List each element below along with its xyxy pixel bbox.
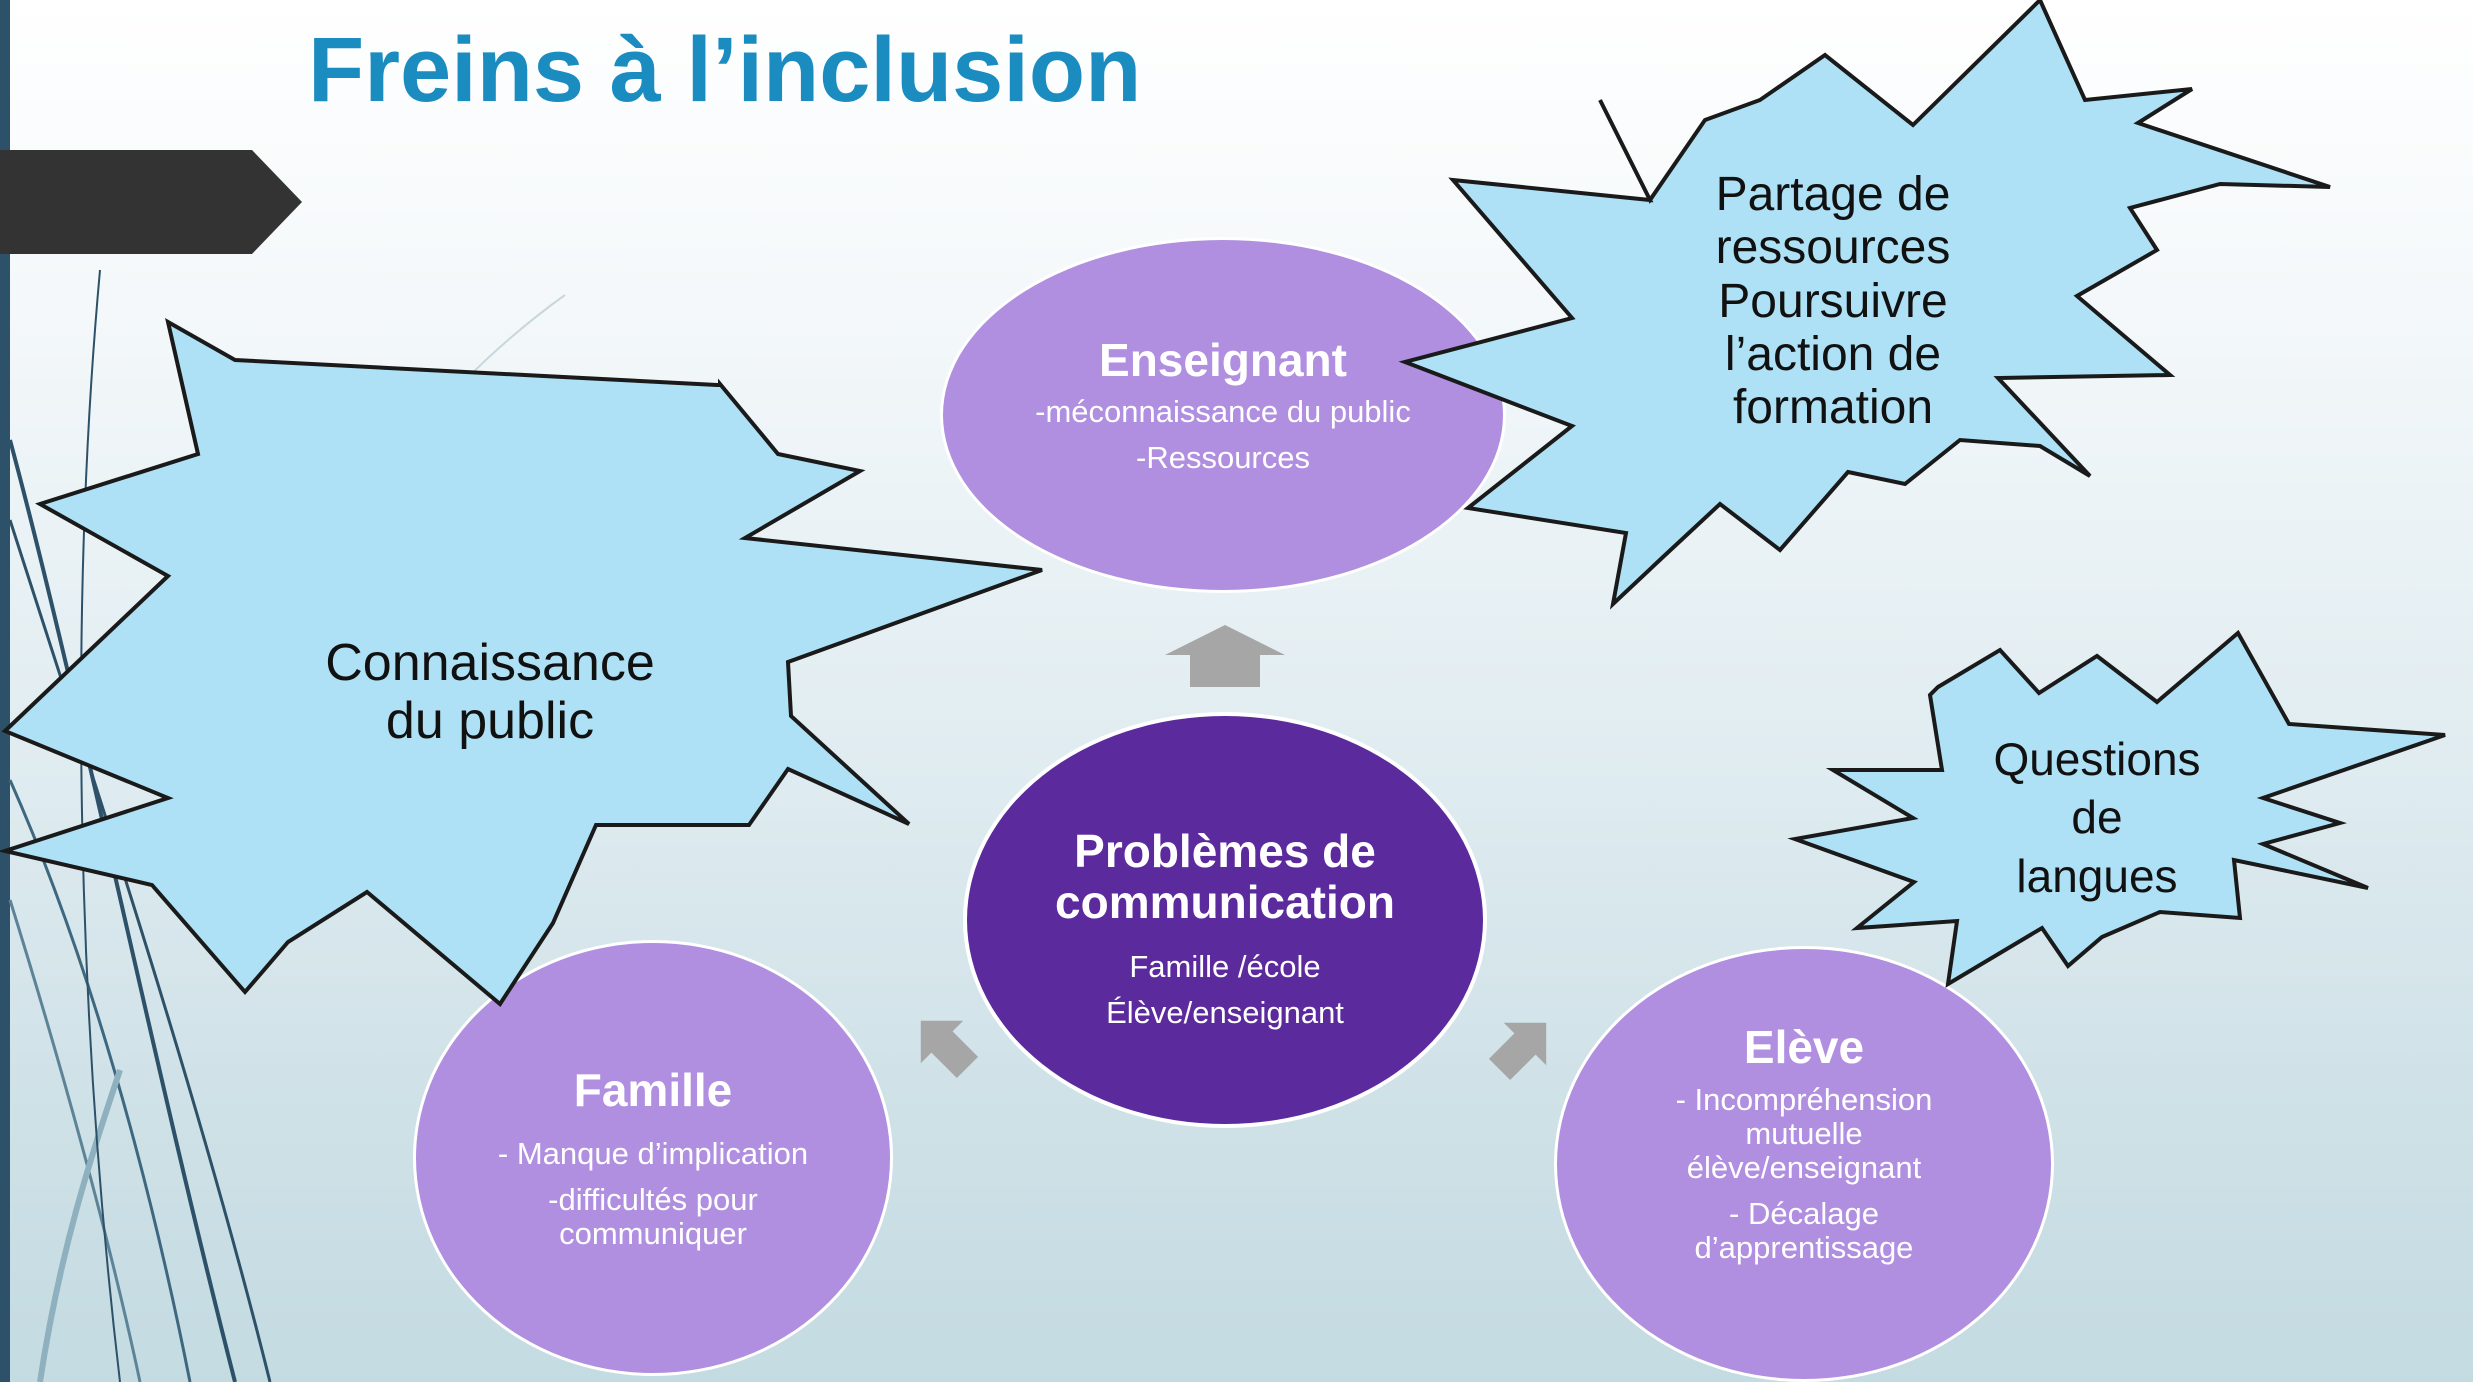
burst-questions-line-2: de (2071, 791, 2123, 844)
enseignant-node: Enseignant -méconnaissance du public -Re… (940, 237, 1506, 593)
burst-connaissance (0, 318, 1043, 1007)
eleve-line-1c: élève/enseignant (1686, 1150, 1922, 1186)
eleve-line-1b: mutuelle (1745, 1116, 1863, 1152)
burst-partage-text: Partage de ressources Poursuivre l’actio… (1663, 168, 2003, 434)
eleve-node: Elève - Incompréhension mutuelle élève/e… (1554, 946, 2054, 1382)
arrow-up-icon (1165, 625, 1285, 687)
burst-partage-line-5: formation (1732, 381, 1934, 435)
burst-partage-line-1: Partage de (1715, 168, 1951, 221)
arrow-down-right-icon (1488, 1022, 1547, 1081)
burst-partage-line-3: Poursuivre (1718, 274, 1948, 328)
burst-connaissance-line-2: du public (385, 691, 595, 750)
famille-heading: Famille (573, 1063, 733, 1116)
eleve-line-2a: - Décalage (1729, 1196, 1879, 1232)
center-line-1: Famille /école (1129, 948, 1321, 984)
burst-questions-line-1: Questions (1993, 733, 2201, 785)
center-heading-line-1: Problèmes de (1074, 825, 1376, 878)
burst-partage-line-2: ressources (1715, 221, 1951, 275)
eleve-line-1a: - Incompréhension (1675, 1082, 1933, 1118)
enseignant-heading: Enseignant (1099, 333, 1347, 386)
left-accent-bar (0, 0, 10, 1382)
enseignant-line-2: -Ressources (1136, 440, 1310, 476)
arrow-down-left-icon (920, 1020, 979, 1079)
famille-line-1: - Manque d’implication (497, 1136, 809, 1172)
center-line-2: Élève/enseignant (1106, 994, 1344, 1030)
famille-line-2b: communiquer (559, 1216, 747, 1252)
burst-questions-text: Questions de langues (1947, 730, 2247, 905)
slide-title: Freins à l’inclusion (308, 19, 1142, 121)
burst-partage (1398, 0, 2331, 610)
burst-partage-line-4: l’action de (1724, 327, 1942, 381)
title-tab (0, 150, 302, 254)
eleve-line-2b: d’apprentissage (1694, 1230, 1914, 1266)
burst-connaissance-text: Connaissance du public (300, 634, 680, 750)
center-node: Problèmes de communication Famille /écol… (963, 712, 1487, 1128)
burst-questions-line-3: langues (2016, 849, 2178, 902)
burst-questions (1787, 629, 2446, 988)
famille-line-2a: -difficultés pour (548, 1182, 758, 1218)
burst-connaissance-line-1: Connaissance (325, 634, 655, 692)
famille-node: Famille - Manque d’implication -difficul… (413, 940, 893, 1376)
center-heading-line-2: communication (1055, 875, 1395, 928)
eleve-heading: Elève (1743, 1021, 1865, 1074)
enseignant-line-1: -méconnaissance du public (1035, 394, 1411, 430)
